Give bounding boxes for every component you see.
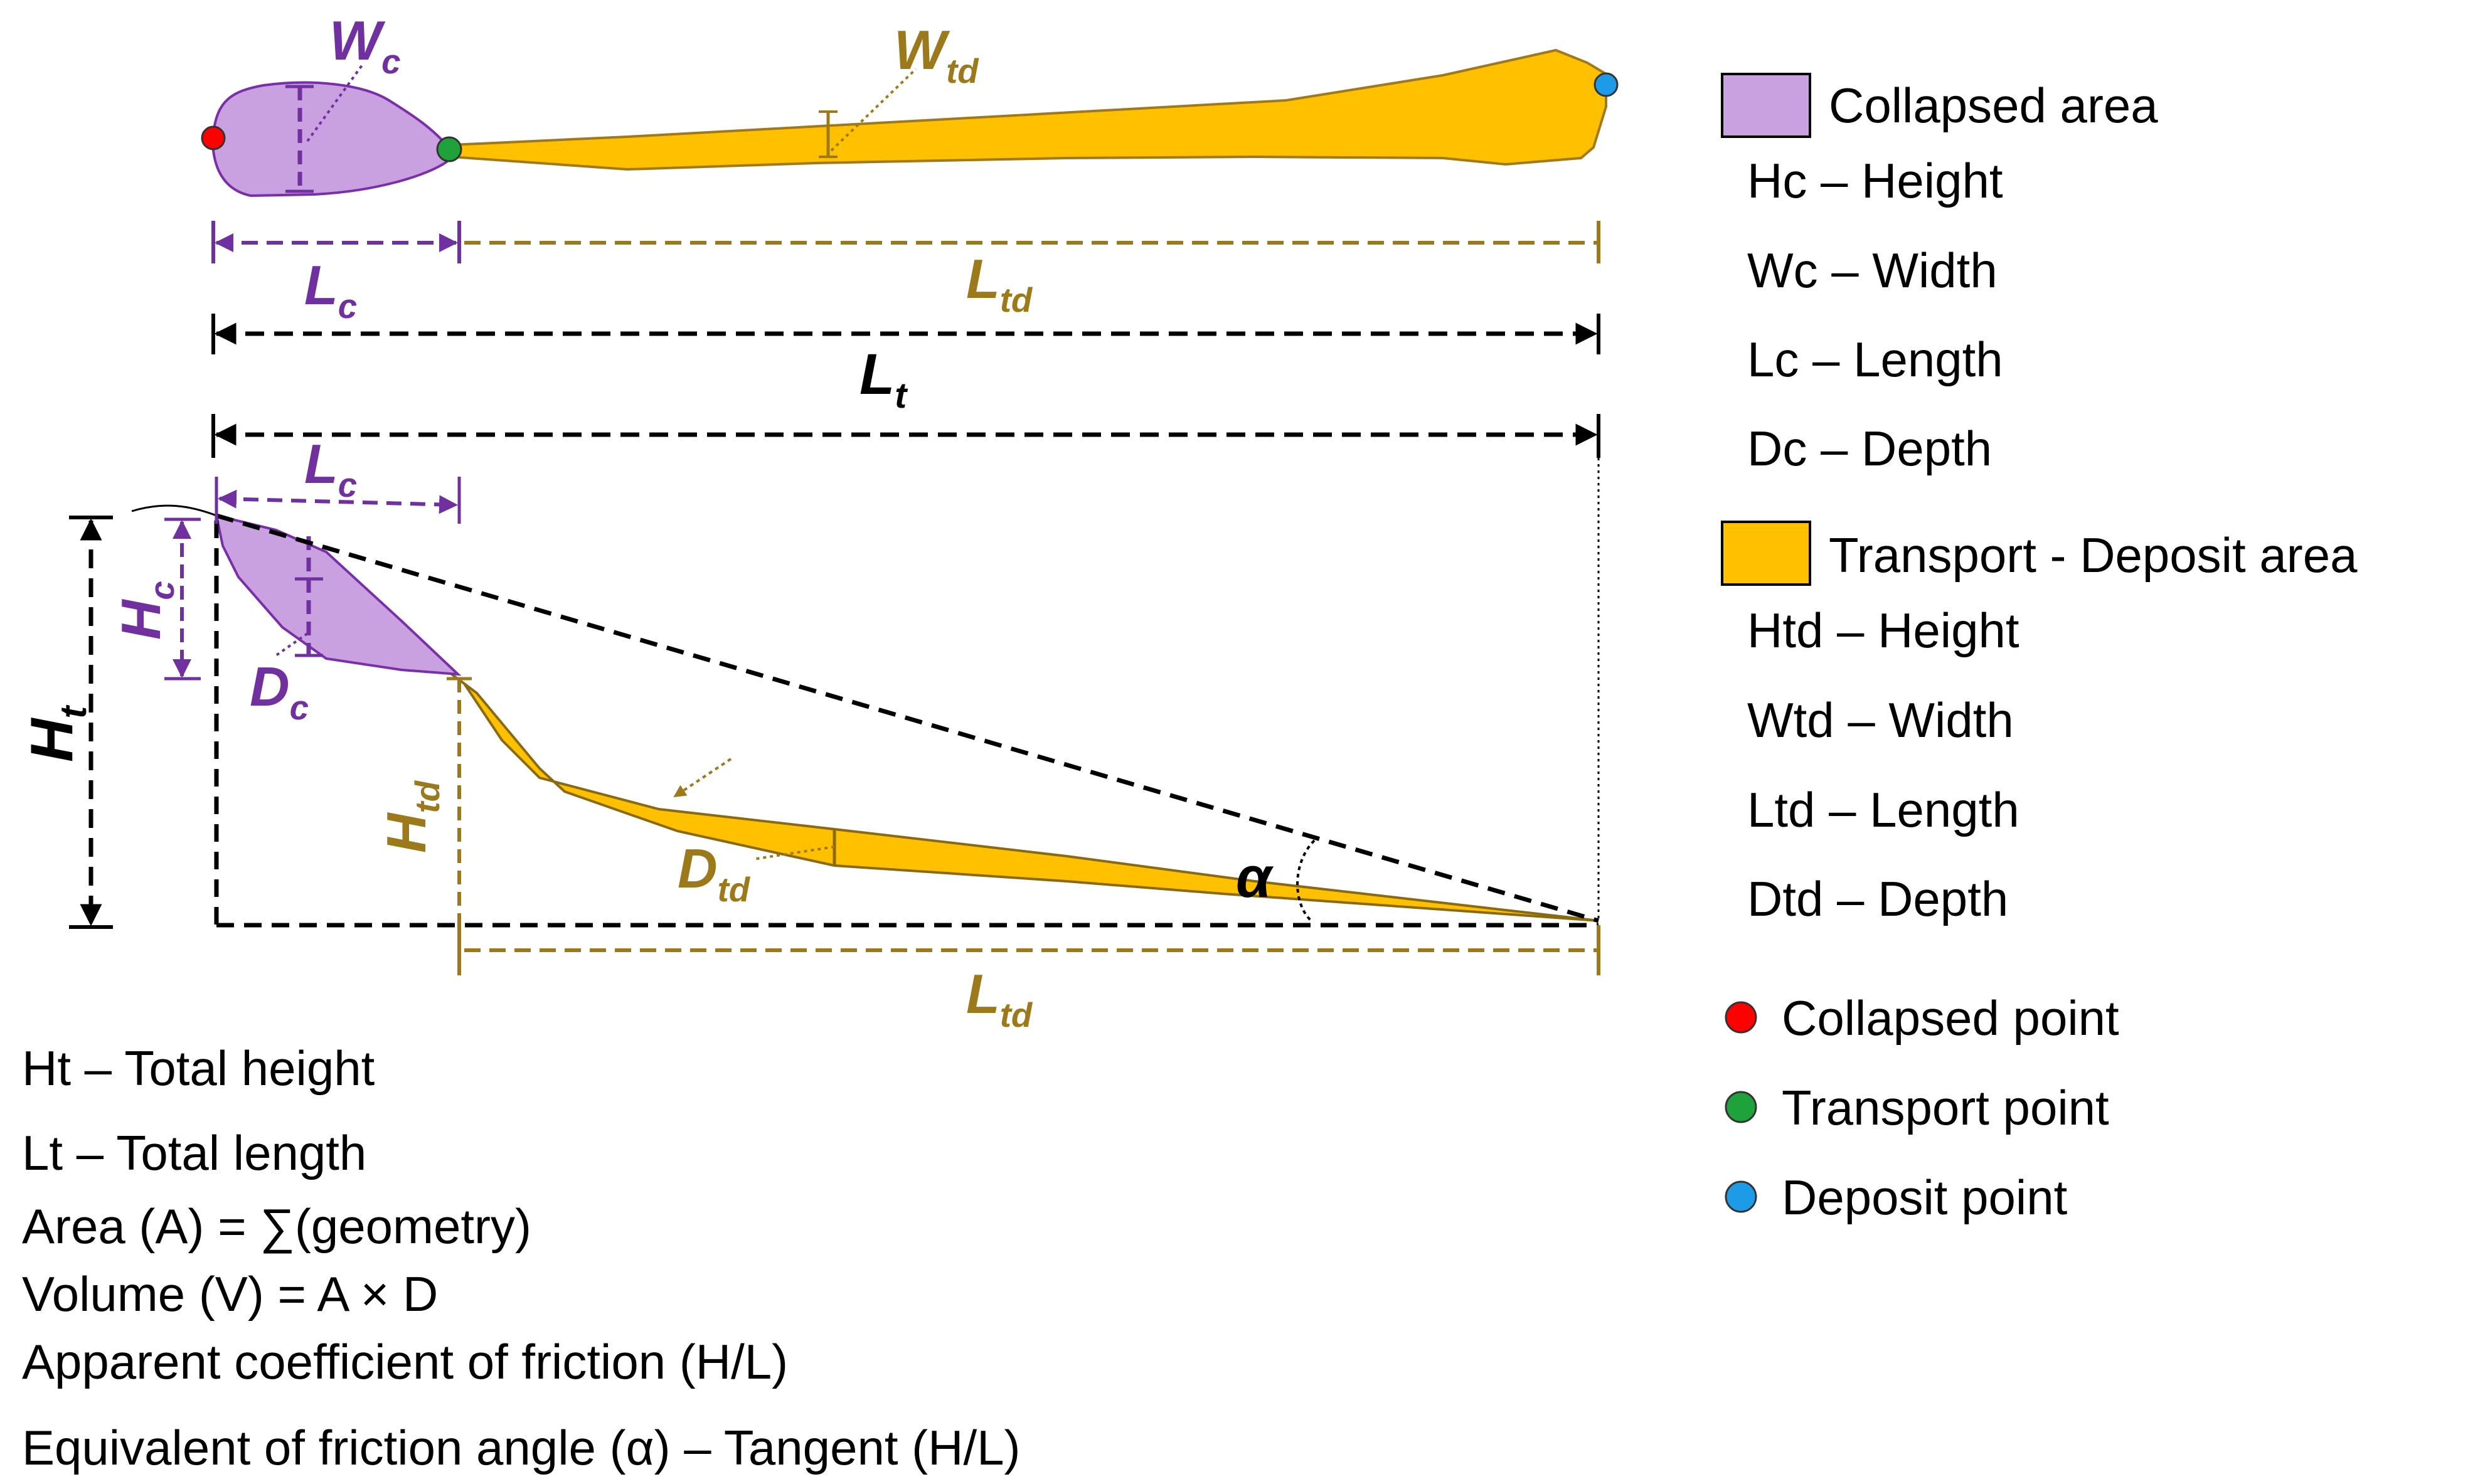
transport-area-swatch [1721,521,1811,586]
collapsed-point-marker [201,125,226,151]
profile-view [69,414,1600,975]
reach-angle-line [216,513,1599,923]
red-dot-icon [1725,1001,1757,1034]
formula-line: Ht – Total height [22,1041,375,1096]
legend-point-label: Collapsed point [1782,990,2119,1046]
legend-transport-item: Ltd – Length [1747,782,2019,837]
wc-label: Wc [329,9,400,81]
plan-view [201,48,1619,198]
formula-line: Volume (V) = A × D [22,1266,438,1322]
legend-point-label: Deposit point [1782,1170,2068,1225]
formula-line: Lt – Total length [22,1125,366,1180]
deposit-point-marker [1593,72,1619,97]
legend-transport-item: Dtd – Depth [1747,871,2008,926]
collapsed-profile-shape [215,514,462,676]
dc-label: Dc [250,655,309,727]
legend-collapsed-item: Wc – Width [1747,243,1998,298]
dimension-labels: Wc Wtd Lc Ltd Lt Lc Hc Dc Ht Htd Dtd α L… [18,9,1274,1034]
dtd-label: Dtd [678,837,751,909]
legend-collapsed-item: Lc – Length [1747,332,2003,387]
wtd-label: Wtd [894,19,979,90]
blue-dot-icon [1725,1180,1757,1213]
formula-line: Apparent coefficient of friction (H/L) [22,1334,788,1389]
legend-collapsed-item: Hc – Height [1747,153,2003,208]
formula-list: Ht – Total height Lt – Total length Area… [22,1041,1021,1475]
ltd-profile-label: Ltd [966,963,1033,1034]
legend-point-label: Transport point [1782,1080,2109,1135]
legend-transport-item: Htd – Height [1747,603,2019,658]
lt-label: Lt [859,342,908,416]
legend-collapsed-title: Collapsed area [1829,78,2158,133]
legend-transport-title: Transport - Deposit area [1829,527,2358,583]
transport-deposit-profile-shape [450,673,1599,922]
alpha-arc [1296,839,1316,922]
ltd-plan-label: Ltd [966,248,1033,319]
ht-label: Ht [18,705,94,762]
legend-transport-item: Wtd – Width [1747,692,2014,748]
plan-dimensions [211,221,1600,354]
legend-collapsed-item: Dc – Depth [1747,421,1992,476]
lc-profile-label: Lc [304,433,357,504]
lc-plan-label: Lc [304,254,357,326]
formula-line: Equivalent of friction angle (α) – Tange… [22,1420,1021,1475]
transport-deposit-plan-shape [436,48,1607,171]
collapsed-plan-shape [212,81,450,198]
htd-label: Htd [375,780,447,853]
lc-profile-dimension [218,489,458,514]
formula-line: Area (A) = ∑(geometry) [22,1199,531,1254]
alpha-label: α [1236,845,1274,909]
legend: Collapsed area Hc – Height Wc – Width Lc… [1721,73,2358,1225]
transport-point-marker [436,136,462,162]
hc-label: Hc [110,581,181,640]
green-dot-icon [1725,1091,1757,1123]
collapsed-area-swatch [1721,73,1811,138]
